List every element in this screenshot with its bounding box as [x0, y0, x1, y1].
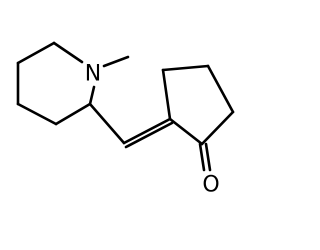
bond-c3-c4 — [16, 102, 58, 126]
molecule-diagram: N O — [16, 41, 235, 198]
bond-cp-c3-c4 — [206, 64, 235, 114]
bond-alkene-2 — [124, 121, 174, 149]
bond-carbonyl-2 — [204, 142, 212, 172]
nitrogen-label: N — [85, 62, 101, 87]
piperidine-ring — [16, 41, 96, 126]
bond-alkene-1 — [122, 117, 172, 145]
bond-n-c2 — [88, 85, 96, 106]
bond-cp-c5-c1 — [168, 117, 204, 146]
bond-c2-c3 — [54, 102, 92, 126]
bond-c5-c6 — [16, 41, 56, 65]
bond-carbonyl-1 — [198, 142, 206, 172]
cyclopentanone-ring — [161, 64, 235, 146]
bond-c2-methine — [88, 102, 126, 145]
structure-svg: N O — [16, 41, 235, 198]
bond-cp-c2-c3 — [161, 64, 210, 72]
bond-cp-c1-c2 — [161, 68, 172, 121]
oxygen-label: O — [202, 173, 219, 198]
bond-c6-n — [52, 41, 84, 64]
bond-cp-c4-c5 — [200, 110, 235, 146]
bond-n-methyl — [102, 55, 130, 68]
